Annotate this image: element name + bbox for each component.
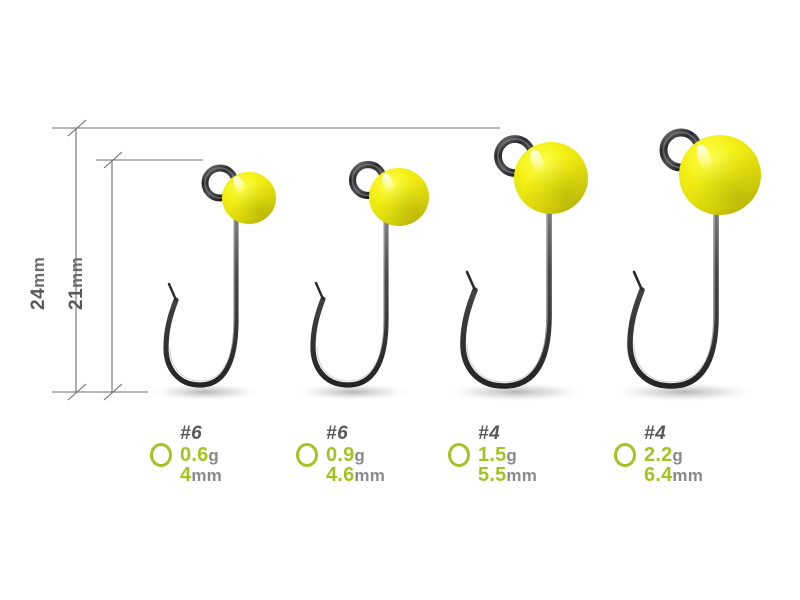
jig-3-head-ball [514, 142, 588, 214]
jig-4-hook-wire [627, 187, 719, 389]
jig-3-hook-highlight [466, 197, 548, 383]
jig-3-shadow [444, 382, 588, 402]
dim-21-tick-top [103, 151, 123, 169]
product-3-diameter: 5.5mm [478, 464, 538, 487]
bullet-ring-icon-1 [150, 442, 172, 467]
jig-head-4 [610, 128, 761, 402]
product-spec-3: #4 1.5g 5.5mm [448, 424, 537, 486]
dim-24-tick-bottom [67, 383, 87, 401]
jig-3-ball-gloss [530, 149, 544, 173]
jig-3-hook-point [465, 270, 477, 292]
jig-2-hook-highlight [316, 213, 385, 382]
dimension-lines [52, 119, 500, 401]
dimension-24-unit: mm [29, 256, 48, 288]
product-3-weight: 1.5g [478, 443, 517, 466]
product-4-diameter: 6.4mm [644, 464, 704, 487]
product-spec-1-text: #6 0.6g 4mm [180, 424, 222, 486]
dimension-21-unit: mm [67, 256, 86, 288]
jig-head-2 [293, 160, 429, 401]
jig-4-ball-gloss [696, 144, 712, 170]
bullet-ring-icon-2 [296, 442, 318, 467]
jig-2-head-ball [369, 168, 429, 226]
product-2-diameter: 4.6mm [326, 464, 386, 487]
product-2-weight: 0.9g [326, 443, 365, 466]
product-1-weight: 0.6g [180, 443, 219, 466]
product-spec-2: #6 0.9g 4.6mm [296, 424, 385, 486]
jig-1-hook-highlight [169, 211, 235, 382]
product-spec-4: #4 2.2g 6.4mm [614, 424, 703, 486]
jig-2-hook-point [314, 281, 325, 301]
jig-2-shadow [293, 383, 413, 401]
jig-1-shadow [147, 383, 263, 401]
jig-4-hook-highlight [633, 197, 715, 383]
dimension-21-value: 21 [66, 287, 87, 310]
jig-2-ball-gloss [382, 173, 394, 193]
product-spec-3-text: #4 1.5g 5.5mm [478, 424, 537, 486]
jig-3-hook-wire [460, 187, 552, 389]
product-spec-2-text: #6 0.9g 4.6mm [326, 424, 385, 486]
product-2-hook-size: #6 [326, 423, 349, 444]
jig-head-1 [147, 164, 276, 401]
product-3-hook-size: #4 [478, 423, 501, 444]
dim-21-tick-bottom [103, 383, 123, 401]
dimension-24-value: 24 [28, 287, 49, 310]
product-1-diameter: 4mm [180, 464, 222, 487]
dim-24-tick-top [67, 119, 87, 137]
jig-head-3 [444, 135, 588, 402]
product-4-weight: 2.2g [644, 443, 683, 466]
dimension-label-21mm: 21mm [66, 257, 88, 310]
product-4-hook-size: #4 [644, 423, 667, 444]
jig-1-hook-point [167, 282, 178, 302]
jig-4-shadow [610, 382, 758, 402]
bullet-ring-icon-3 [448, 442, 470, 467]
product-spec-4-text: #4 2.2g 6.4mm [644, 424, 703, 486]
jig-4-head-ball [679, 135, 761, 215]
product-1-hook-size: #6 [180, 423, 203, 444]
jig-4-hook-point [632, 270, 644, 292]
jig-1-ball-gloss [233, 176, 245, 194]
jig-1-hook-wire [163, 202, 239, 388]
product-spec-1: #6 0.6g 4mm [150, 424, 222, 486]
jig-2-hook-wire [310, 204, 389, 388]
bullet-ring-icon-4 [614, 442, 636, 467]
dimension-label-24mm: 24mm [28, 257, 50, 310]
jig-1-head-ball [222, 172, 276, 224]
